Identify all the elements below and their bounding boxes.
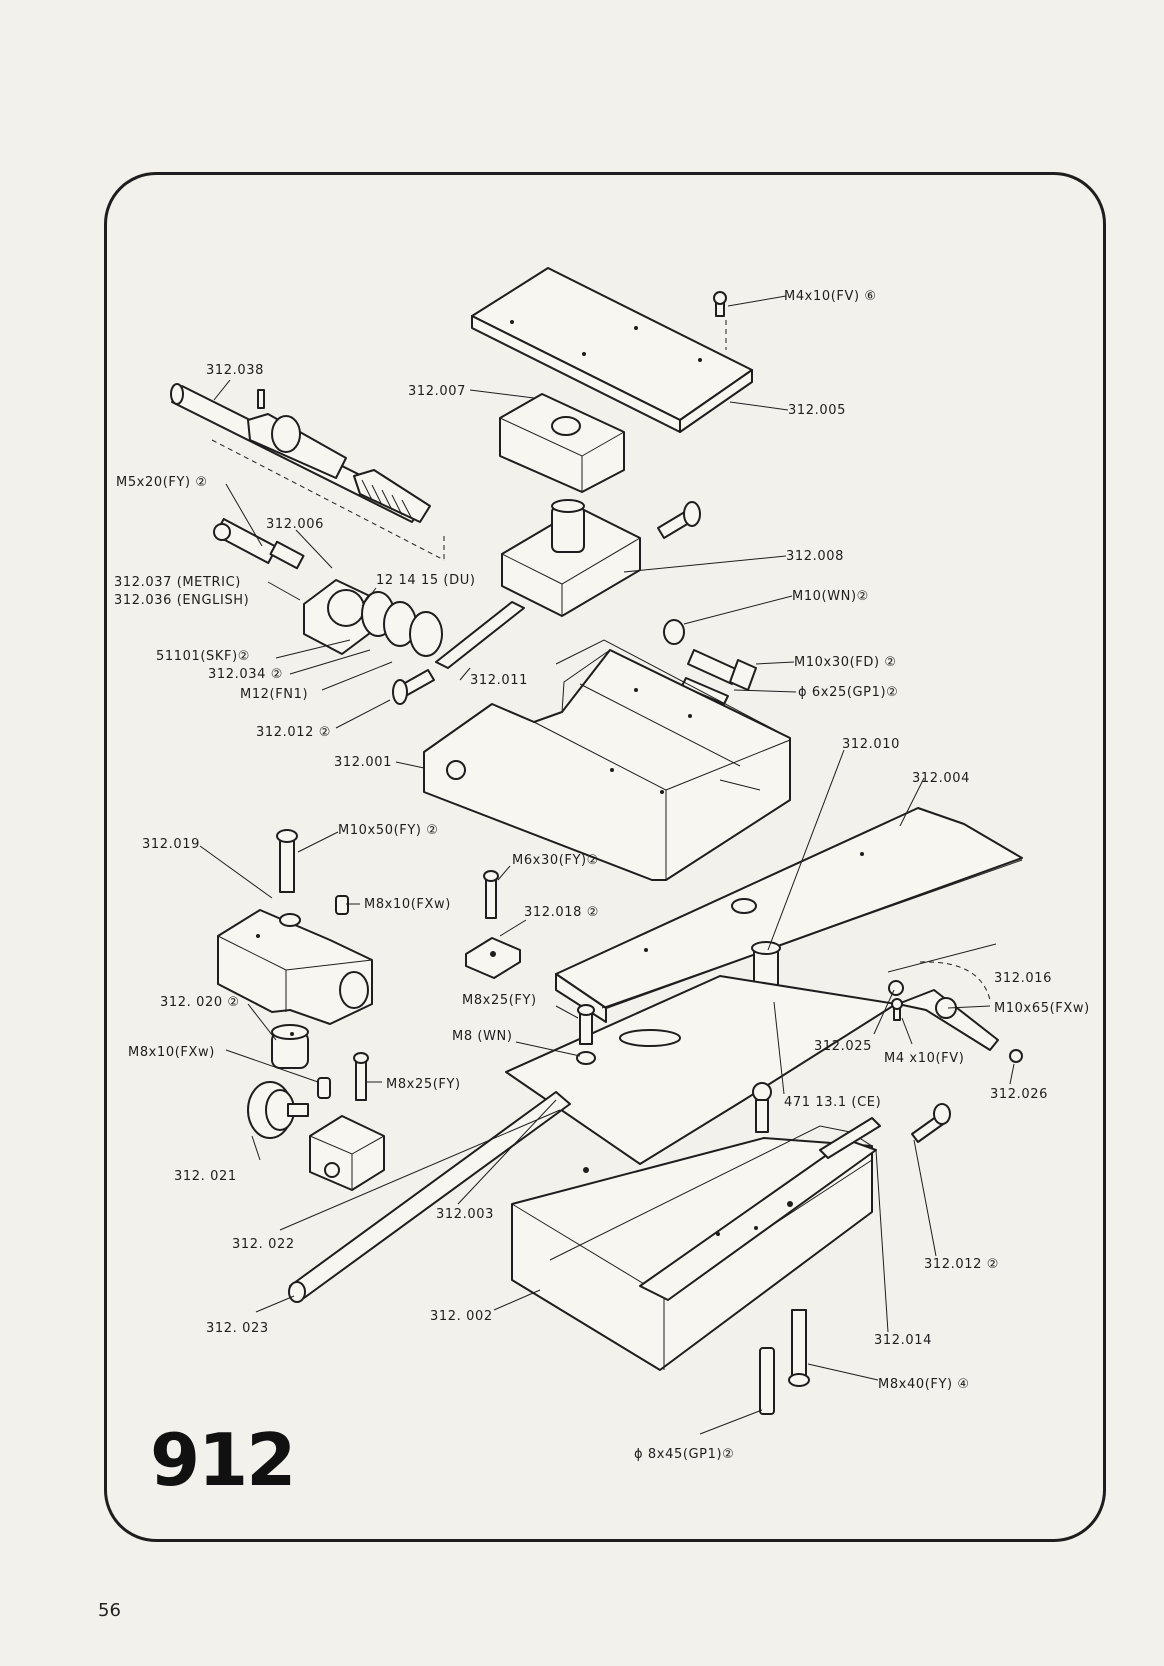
rod-312-022-023 (288, 1091, 571, 1303)
label-312-003: 312.003 (436, 1207, 494, 1222)
ball-knob-312-026 (1009, 1049, 1023, 1063)
label-312-014: 312.014 (874, 1333, 932, 1348)
label-471-131-ce: 471 13.1 (CE) (784, 1095, 881, 1110)
nut-312-018 (465, 937, 521, 979)
label-pin-8x45: ϕ 8x45(GP1)② (634, 1447, 734, 1462)
knob-312-020 (271, 1024, 309, 1069)
washer-m10-wn (663, 619, 685, 645)
label-51101-skf: 51101(SKF)② (156, 649, 250, 664)
label-312-011: 312.011 (470, 673, 528, 688)
saddle-312-001 (423, 639, 791, 881)
label-312-010: 312.010 (842, 737, 900, 752)
label-m8x10-fxw-upper: M8x10(FXw) (364, 897, 451, 912)
bracket-312-006 (213, 517, 443, 657)
clamp-block-312-007 (499, 393, 625, 493)
screw-m10x30-fd (687, 649, 757, 691)
label-m10-wn-2: M10(WN)② (792, 589, 869, 604)
label-312-004: 312.004 (912, 771, 970, 786)
label-312-016: 312.016 (994, 971, 1052, 986)
label-312-037: 312.037 (METRIC) (114, 575, 241, 590)
screw-m8x40-fy (788, 1309, 810, 1387)
label-m8x25-fy-left: M8x25(FY) (386, 1077, 461, 1092)
screw-m8x25-fy-left (353, 1052, 369, 1101)
label-312-012-top: 312.012 ② (256, 725, 331, 740)
page-number: 56 (98, 1600, 121, 1621)
bush-312-025 (888, 980, 904, 996)
block-312-021 (309, 1115, 385, 1191)
screw-m4x10-top (713, 291, 727, 350)
label-312-005: 312.005 (788, 403, 846, 418)
label-m10x30-fd-2: M10x30(FD) ② (794, 655, 897, 670)
label-312-038: 312.038 (206, 363, 264, 378)
label-312-001: 312.001 (334, 755, 392, 770)
screw-m10x30-upper (657, 501, 701, 539)
label-312-018: 312.018 ② (524, 905, 599, 920)
label-312-026: 312.026 (990, 1087, 1048, 1102)
screw-m6x30-fy (483, 870, 499, 919)
label-312-023: 312. 023 (206, 1321, 269, 1336)
label-312-006: 312.006 (266, 517, 324, 532)
label-m4x10-fv: M4 x10(FV) (884, 1051, 964, 1066)
leader-lines (199, 295, 1015, 1435)
pin-6x25-gp1 (681, 677, 729, 705)
washer-m8-wn (576, 1051, 596, 1065)
part-labels: M4x10(FV) ⑥ 312.005 312.007 312.038 M5x2… (114, 289, 1090, 1462)
label-312-002: 312. 002 (430, 1309, 493, 1324)
label-du: 12 14 15 (DU) (376, 573, 476, 588)
label-m12-fn1: M12(FN1) (240, 687, 308, 702)
label-m8-wn: M8 (WN) (452, 1029, 513, 1044)
top-plate-312-005 (471, 267, 753, 433)
drawing-frame (104, 172, 1106, 1542)
label-m10x50-fy-2: M10x50(FY) ② (338, 823, 439, 838)
label-m10x65-fxw: M10x65(FXw) (994, 1001, 1090, 1016)
screw-m4x10-fv (891, 998, 903, 1021)
label-m8x40-fy-4: M8x40(FY) ④ (878, 1377, 970, 1392)
label-312-020: 312. 020 ② (160, 995, 240, 1010)
label-312-022: 312. 022 (232, 1237, 295, 1252)
screw-m8x10-fxw-upper (335, 895, 349, 915)
bolt-312-012-top (392, 669, 435, 705)
base-312-002 (511, 1125, 877, 1371)
compound-base-312-003 (505, 975, 897, 1165)
bolt-312-012-lower (911, 1103, 951, 1143)
label-m8x10-fxw-lower: M8x10(FXw) (128, 1045, 215, 1060)
label-pin-6x25: ϕ 6x25(GP1)② (798, 685, 898, 700)
screw-m8x10-fxw-lower (317, 1077, 331, 1099)
label-m4x10-fv-6: M4x10(FV) ⑥ (784, 289, 877, 304)
leadscrew-312-038 (170, 383, 445, 561)
nut-holder-312-008 (501, 499, 641, 617)
figure-number: 912 (150, 1418, 296, 1502)
label-m5x20-fy-2: M5x20(FY) ② (116, 475, 208, 490)
label-312-025: 312.025 (814, 1039, 872, 1054)
label-312-036: 312.036 (ENGLISH) (114, 593, 249, 608)
screw-m10x50-fy (276, 829, 298, 893)
pin-8x45-gp1 (759, 1347, 775, 1415)
label-m6x30-fy-2: M6x30(FY)② (512, 853, 599, 868)
gib-key-312-011 (435, 601, 525, 669)
bar-312-014 (819, 1117, 881, 1159)
dial-312-021 (247, 1081, 309, 1139)
clamp-handle-312-016 (897, 961, 999, 1051)
label-312-007: 312.007 (408, 384, 466, 399)
clamp-312-019 (217, 909, 373, 1025)
label-m8x25-fy-center: M8x25(FY) (462, 993, 537, 1008)
label-312-008: 312.008 (786, 549, 844, 564)
label-312-034: 312.034 ② (208, 667, 283, 682)
label-312-021: 312. 021 (174, 1169, 237, 1184)
label-312-019: 312.019 (142, 837, 200, 852)
screw-m8x25-fy-center (577, 1004, 595, 1045)
label-312-012-lower: 312.012 ② (924, 1257, 999, 1272)
